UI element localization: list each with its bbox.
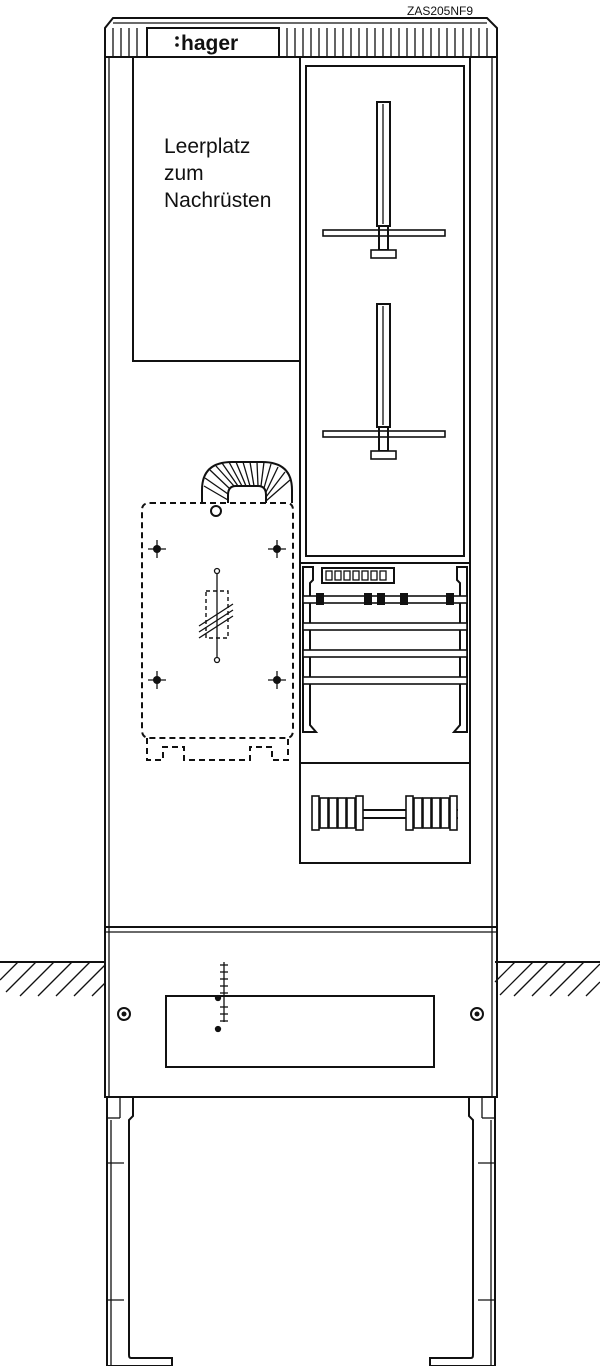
- meter-mount-top-icon: [322, 101, 446, 259]
- ground-hatching-left-icon: [0, 961, 106, 997]
- busbar-panel: [299, 562, 471, 764]
- hager-logo: hager: [181, 32, 238, 55]
- blank-slot-label-line-2: zum: [164, 162, 204, 185]
- blank-slot-label-line-3: Nachrüsten: [164, 189, 272, 212]
- product-code: ZAS205NF9: [407, 4, 474, 18]
- mounting-screw-icon: [148, 540, 286, 689]
- top-cap: hager: [104, 17, 498, 58]
- fuse-holder-icon: [141, 502, 294, 761]
- level-indicator-icon: [214, 962, 228, 1033]
- terminal-panel: [299, 762, 471, 864]
- cable-conduit-icon: [201, 461, 293, 517]
- cabinet-base: [104, 926, 498, 1098]
- busbar-icon: [302, 593, 468, 685]
- blank-slot-label: Leerplatz zum Nachrüsten: [164, 133, 271, 214]
- meter-mount-bottom-icon: [322, 303, 446, 460]
- blank-slot-label-line-1: Leerplatz: [164, 135, 251, 158]
- terminal-block-icon: [311, 795, 458, 831]
- screw-left-icon: [117, 1007, 131, 1021]
- screw-right-icon: [470, 1007, 484, 1021]
- ground-hatching-right-icon: [494, 961, 600, 997]
- cabinet-legs: [106, 1097, 496, 1366]
- meter-panel: [299, 56, 471, 564]
- terminal-strip-icon: [321, 567, 395, 584]
